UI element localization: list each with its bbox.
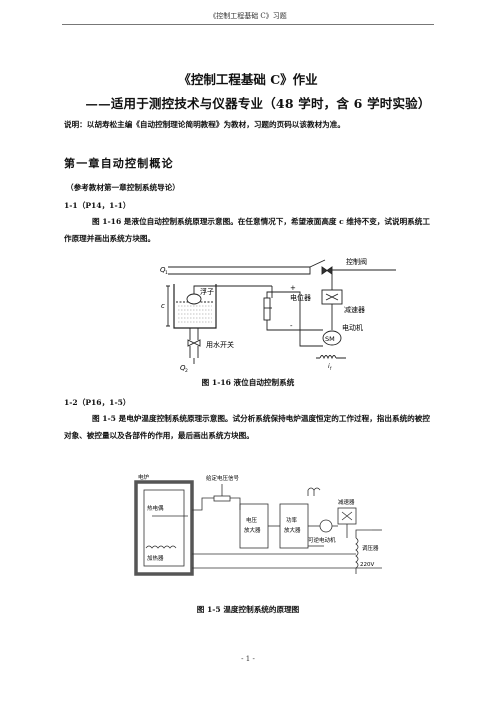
page-number: - 1 - (241, 655, 255, 663)
power-amp-label-1: 功率 (286, 516, 298, 524)
float-label: 浮子 (200, 287, 214, 296)
field-current-label: i (328, 363, 330, 370)
chapter-title: 第一章自动控制概论 (64, 157, 174, 170)
motor-sm-label: SM (325, 335, 335, 343)
textbook-note: 说明：以胡寿松主编《自动控制理论简明教程》为教材，习题的页码以该教材为准。 (64, 120, 345, 129)
supply-label: 220V (360, 562, 374, 568)
reducer-label: 减速器 (344, 305, 365, 314)
liquid-level-diagram: Q 1 c 浮子 电位器 控制阀 减速器 电动机 SM 用水开关 Q 2 + -… (160, 257, 396, 372)
voltage-amp-label-2: 放大器 (244, 526, 261, 534)
document-title: 《控制工程基础 C》作业 (178, 72, 318, 87)
furnace-label: 电炉 (138, 473, 150, 481)
field-current-subscript: f (330, 366, 332, 371)
q2-label: Q (180, 364, 186, 372)
transformer-label: 调压器 (362, 544, 379, 552)
given-signal-label: 给定电压信号 (206, 474, 240, 482)
q1-label: Q (160, 266, 166, 274)
drain-switch-label: 用水开关 (206, 340, 234, 349)
question-1-number: 1-1（P14，1-1） (64, 201, 131, 210)
q1-subscript: 1 (165, 270, 168, 276)
valve-label: 控制阀 (346, 257, 367, 266)
minus-sign: - (290, 322, 293, 330)
potentiometer-label: 电位器 (290, 293, 311, 302)
figure-1-5-caption: 图 1-5 温度控制系统的原理图 (196, 605, 300, 614)
header-divider (62, 24, 434, 25)
page-header: 《控制工程基础 C》习题 (209, 12, 287, 20)
question-2-number: 1-2（P16，1-5） (64, 398, 131, 407)
chapter-reference: （参考教材第一章控制系统导论） (66, 183, 180, 192)
control-valve-symbol (321, 266, 333, 275)
document-subtitle: ——适用于测控技术与仪器专业（48 学时，含 6 学时实验） (85, 96, 431, 111)
voltage-amp-label-1: 电压 (246, 516, 258, 524)
q2-subscript: 2 (185, 368, 188, 372)
plus-sign: + (290, 284, 296, 292)
question-1-text: 图 1-16 是液位自动控制系统原理示意图。在任意情况下，希望液面高度 c 维持… (64, 217, 430, 243)
power-amp-label-2: 放大器 (284, 526, 301, 534)
thermocouple-label: 热电偶 (147, 504, 164, 512)
figure-1-16-caption: 图 1-16 液位自动控制系统 (201, 378, 295, 387)
height-c-label: c (161, 302, 165, 310)
furnace-temperature-diagram: 电炉 热电偶 加热器 给定电压信号 电压 放大器 功率 放大器 可逆电动机 减速… (134, 473, 382, 576)
motor-name-label: 电动机 (342, 323, 363, 332)
question-2-text: 图 1-5 是电炉温度控制系统原理示意图。试分析系统保持电炉温度恒定的工作过程，… (64, 414, 430, 440)
reversible-motor-label: 可逆电动机 (308, 536, 336, 544)
heater-label: 加热器 (147, 554, 164, 562)
reducer-label: 减速器 (338, 498, 355, 506)
